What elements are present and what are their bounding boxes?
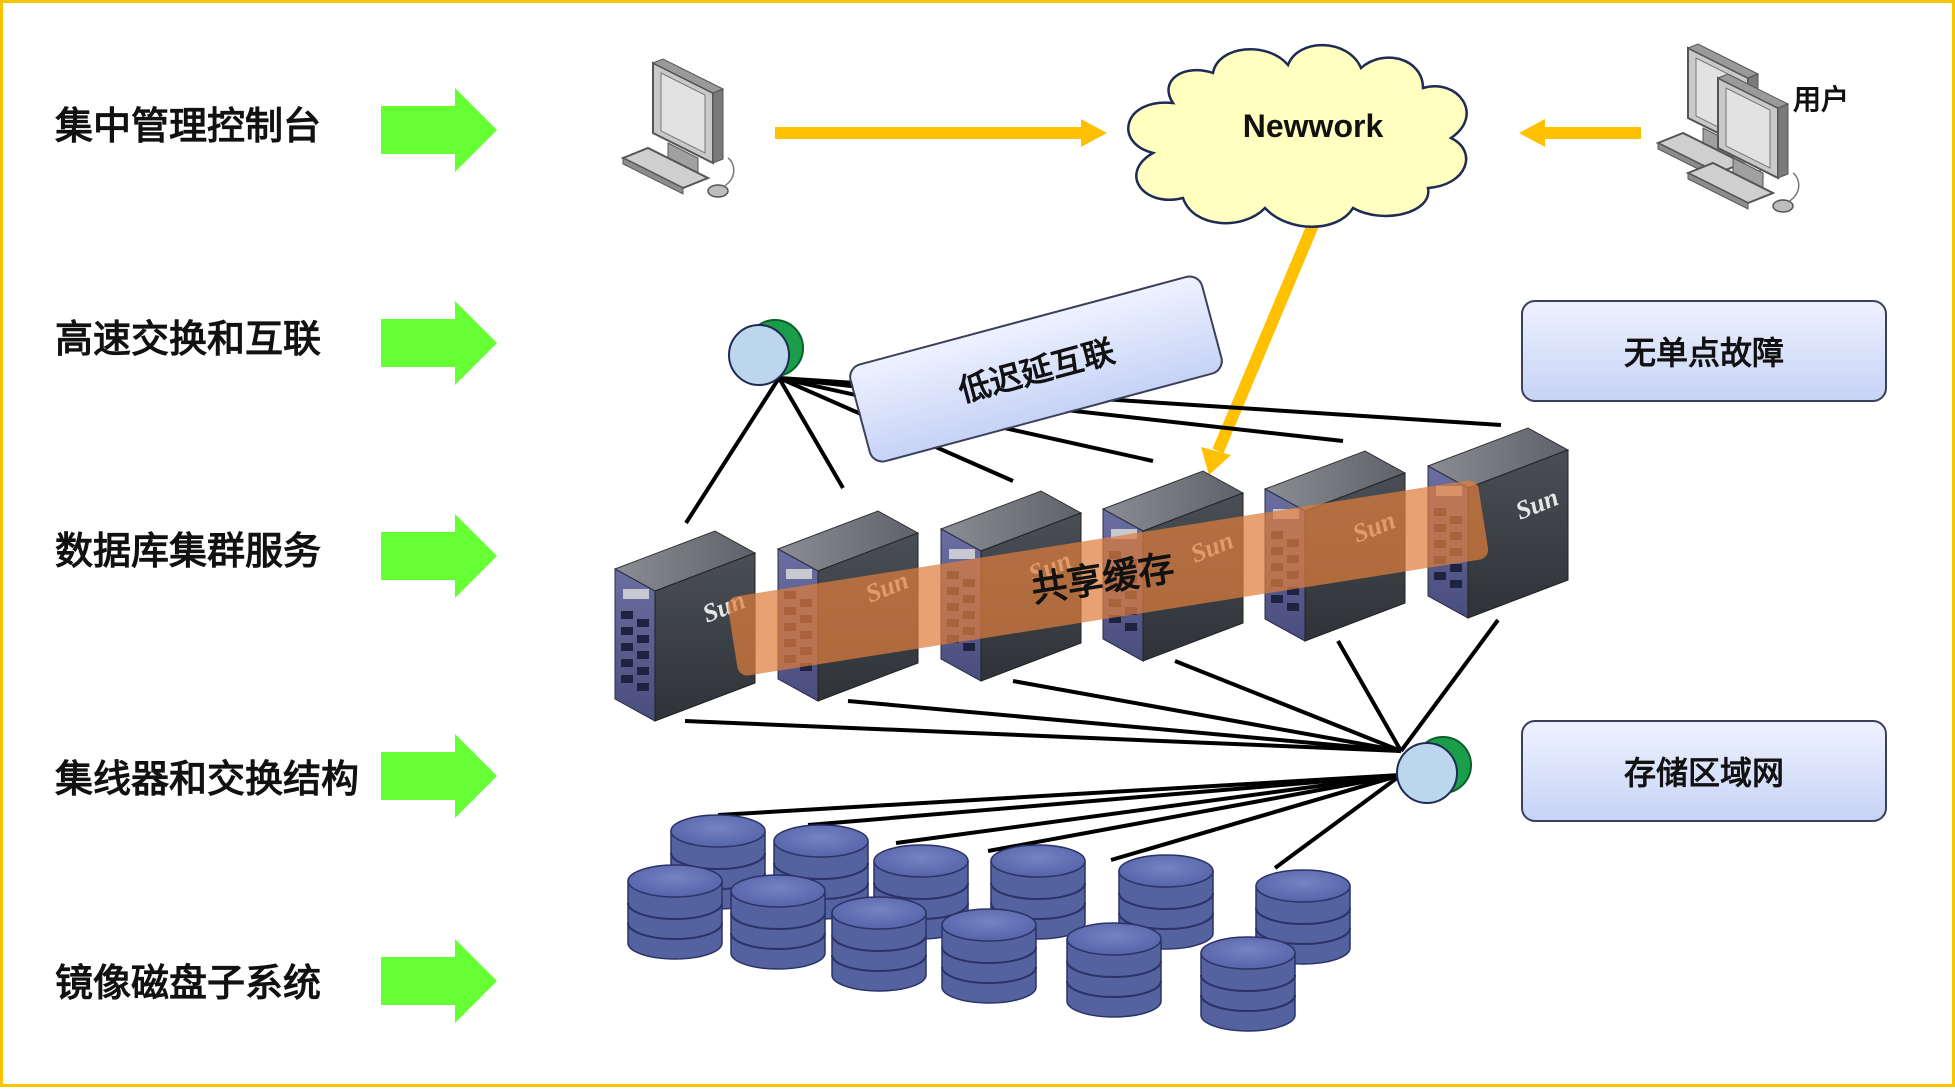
layer-arrow-icon [381, 301, 497, 385]
network-to-cluster-arrow [1201, 222, 1319, 475]
disk-link [717, 773, 1402, 817]
diagram-art: Sun [381, 43, 1800, 1032]
admin-to-network-arrow [775, 119, 1107, 147]
disk-link [807, 773, 1402, 827]
layer-arrow-icon [381, 939, 497, 1023]
disk-stack-icon [627, 864, 723, 960]
storage-switch-icon [1396, 736, 1472, 804]
storage-link [1174, 659, 1402, 753]
network-cloud-icon [1127, 43, 1468, 228]
disk-stack-icon [831, 896, 927, 992]
layer-arrow-icon [381, 734, 497, 818]
storage-link [1399, 618, 1500, 753]
disk-stack-icon [1200, 936, 1296, 1032]
interconnect-switch-icon [728, 319, 804, 386]
layer-arrow-icon [381, 514, 497, 598]
disk-stack-icon [730, 874, 826, 970]
interconnect-link [777, 376, 845, 490]
layer-label-interconnect: 高速交换和互联 [55, 317, 322, 361]
layer-label-db-cluster: 数据库集群服务 [55, 529, 322, 573]
user-to-network-arrow [1519, 119, 1641, 147]
layer-label-mirror-disk: 镜像磁盘子系统 [55, 961, 322, 1005]
disk-stack-icon [1066, 922, 1162, 1018]
disk-link [1273, 773, 1403, 870]
layer-label-console: 集中管理控制台 [55, 104, 322, 148]
layer-label-hub-switch: 集线器和交换结构 [55, 757, 360, 801]
disk-link [895, 773, 1402, 845]
disk-link [1110, 773, 1402, 862]
disk-link [987, 773, 1402, 853]
admin-computer-icon [622, 58, 735, 198]
storage-link [1336, 640, 1403, 752]
network-label: Newwork [1242, 108, 1384, 144]
user-label: 用户 [1793, 83, 1850, 116]
interconnect-link [684, 376, 781, 525]
storage-link [847, 699, 1402, 753]
disk-stack-icon [941, 908, 1037, 1004]
storage-link [1012, 679, 1402, 753]
no-single-point-failure-box: 无单点故障 [1521, 300, 1887, 402]
storage-link [684, 719, 1402, 753]
layer-arrow-icon [381, 88, 497, 172]
storage-area-network-box: 存储区域网 [1521, 720, 1887, 822]
